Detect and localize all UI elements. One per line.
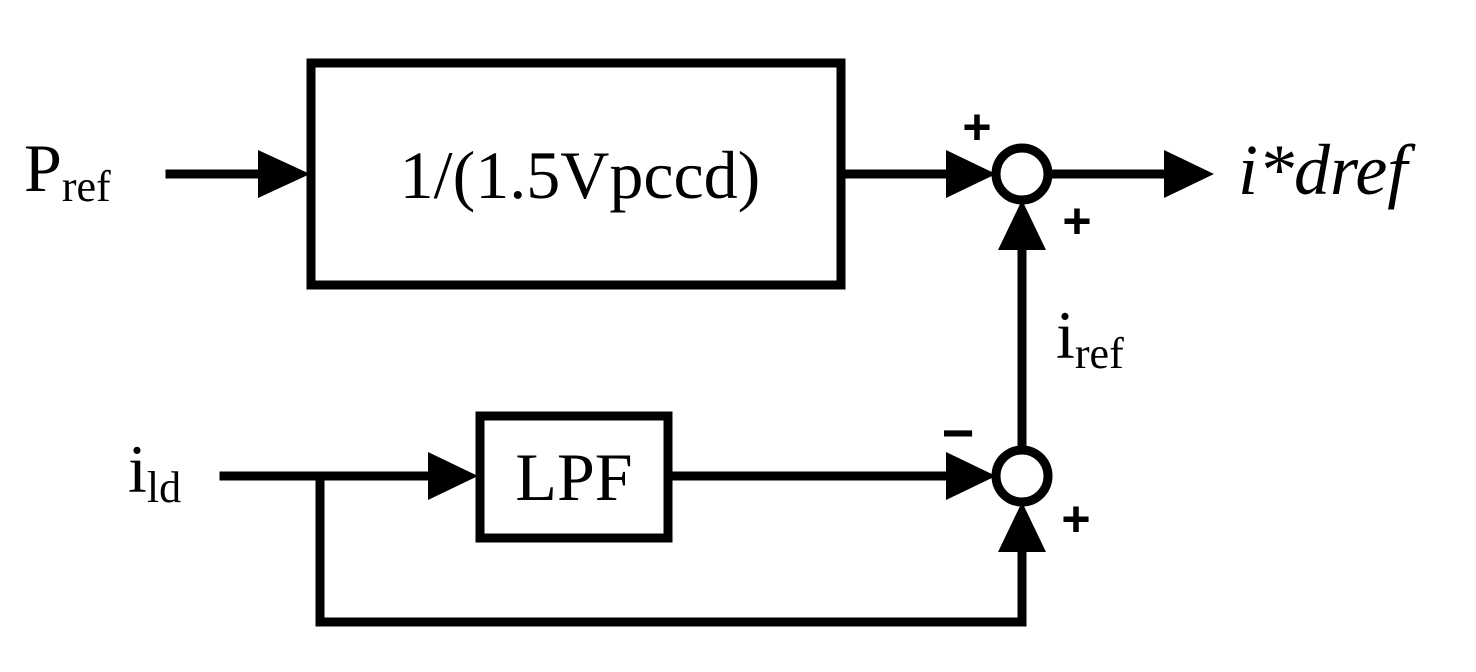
arrowhead-lpf-input [428, 452, 478, 500]
i-ld-sub: ld [147, 463, 181, 512]
p-ref-sub: ref [62, 162, 111, 211]
summing-junction-top [991, 143, 1053, 205]
output-label: i*dref [1238, 130, 1416, 210]
sum-bottom-bottom-sign: + [1061, 491, 1090, 547]
sum-top-bottom-sign: + [1062, 193, 1091, 249]
arrowhead-sum-top-left [946, 150, 996, 198]
arrowhead-sum-bottom-left [946, 452, 996, 500]
gain-block-label: 1/(1.5Vpccd) [400, 137, 761, 213]
i-ld-main: i [128, 431, 147, 507]
summing-junction-bottom [991, 445, 1053, 507]
sum-bottom-left-sign: − [942, 401, 975, 464]
arrowhead-sum-bottom-bottom [998, 502, 1046, 552]
iref-sub: ref [1075, 329, 1124, 378]
lpf-block-label: LPF [515, 439, 632, 515]
sum-top-left-sign: + [962, 99, 991, 155]
iref-main: i [1056, 297, 1075, 373]
p-ref-main: P [24, 130, 62, 206]
arrowhead-gain-input [258, 150, 310, 198]
arrowhead-sum-top-bottom [998, 200, 1046, 250]
arrowhead-output [1164, 150, 1214, 198]
input-label-p-ref: Pref [24, 130, 111, 211]
wire-bypass-path [315, 471, 1027, 627]
input-label-i-ld: ild [128, 431, 181, 512]
iref-label: iref [1056, 297, 1124, 378]
